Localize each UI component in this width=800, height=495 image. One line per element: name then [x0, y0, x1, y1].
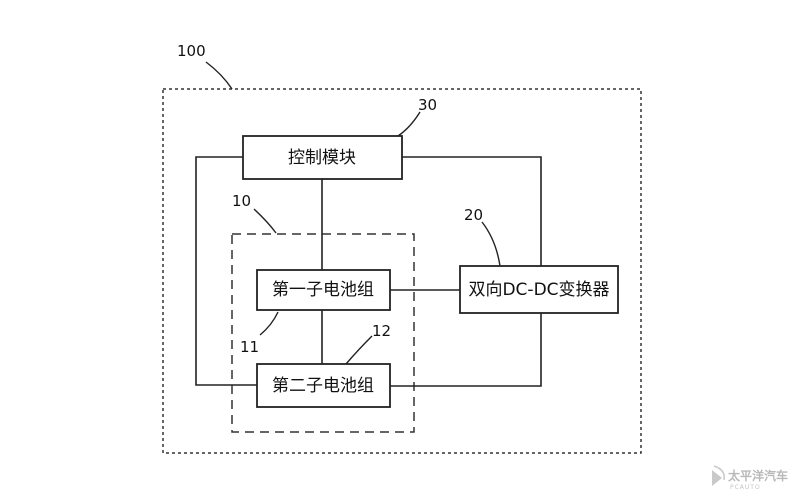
watermark: 太平洋汽车 PCAUTO [712, 465, 788, 491]
line-left-loop [195, 156, 257, 386]
line-control-converter [402, 156, 542, 266]
battery-pack-boundary [231, 233, 415, 433]
ref-12: 12 [372, 322, 391, 340]
leader-lines [205, 61, 501, 365]
box-converter: 双向DC-DC变换器 [459, 265, 619, 314]
leader-30 [397, 111, 421, 137]
system-boundary [162, 88, 642, 454]
leader-100 [205, 61, 233, 90]
box-first-sub-battery: 第一子电池组 [256, 269, 391, 311]
watermark-logo-icon [712, 465, 726, 486]
ref-100: 100 [177, 42, 206, 60]
watermark-text: 太平洋汽车 [728, 468, 788, 483]
ref-30: 30 [418, 96, 437, 114]
leader-20 [481, 221, 501, 267]
second-sub-battery-label: 第二子电池组 [272, 376, 374, 396]
leader-12 [345, 335, 373, 365]
converter-label: 双向DC-DC变换器 [468, 280, 609, 300]
ref-11: 11 [240, 338, 259, 356]
connection-lines [195, 156, 542, 387]
leader-11 [259, 311, 279, 336]
line-converter-second [390, 313, 542, 387]
watermark-subtext: PCAUTO [730, 484, 761, 491]
box-control-module: 控制模块 [242, 135, 403, 180]
ref-10: 10 [232, 192, 251, 210]
box-second-sub-battery: 第二子电池组 [256, 363, 391, 408]
first-sub-battery-label: 第一子电池组 [272, 280, 374, 300]
control-module-label: 控制模块 [288, 148, 356, 168]
ref-20: 20 [464, 206, 483, 224]
leader-10 [253, 208, 277, 234]
